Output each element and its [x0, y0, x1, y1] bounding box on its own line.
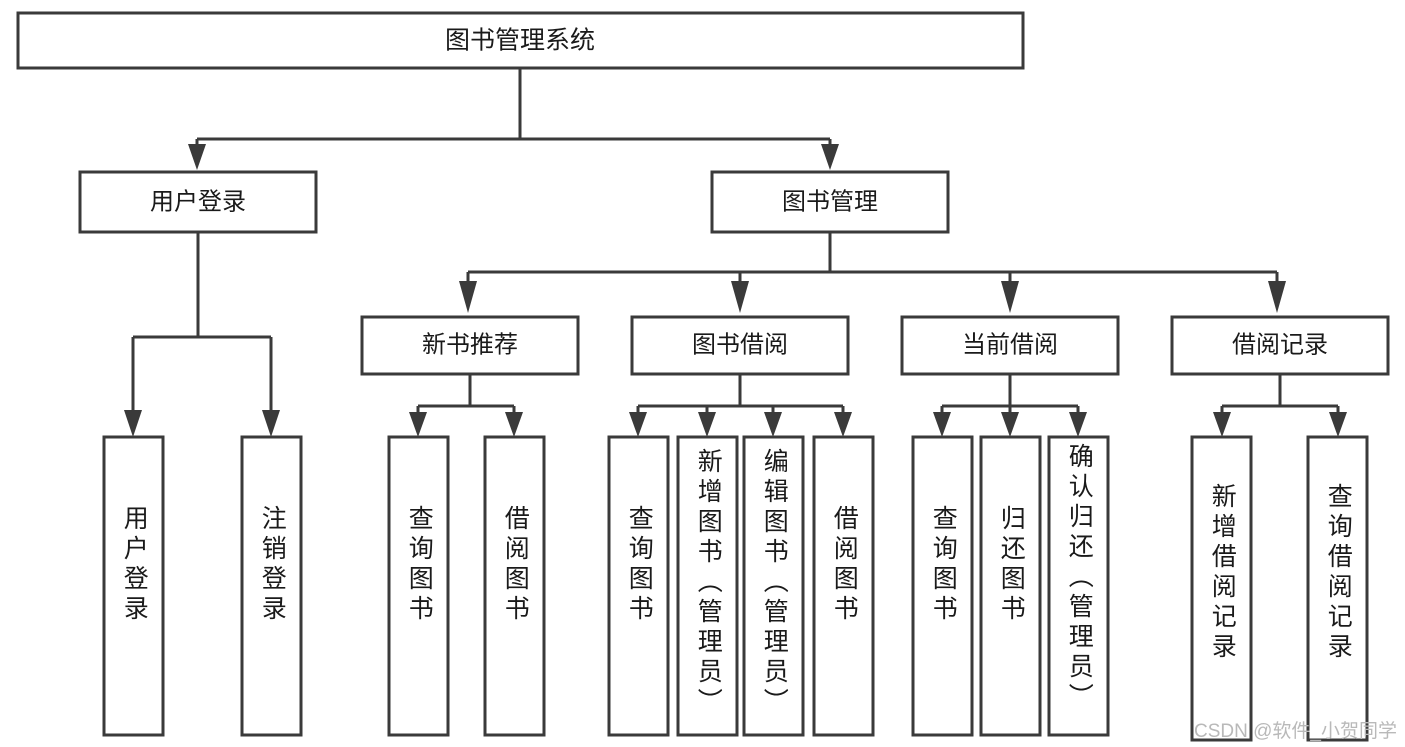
leaf-box-borrow-book[interactable] — [812, 435, 875, 737]
arrow-head-icon — [764, 412, 782, 437]
arrow-head-icon — [1001, 281, 1019, 313]
connector-book-borrow-to-leaves — [629, 374, 852, 437]
leaf-box-confirm-return-admin[interactable] — [1047, 435, 1110, 737]
arrow-head-icon — [1329, 412, 1347, 437]
node-root-box[interactable] — [16, 11, 1025, 70]
arrow-head-icon — [933, 412, 951, 437]
arrow-head-icon — [1268, 281, 1286, 313]
node-root[interactable]: 图书管理系统 — [16, 11, 1025, 70]
node-new-book-recommend-label: 新书推荐 — [422, 331, 518, 358]
node-book-management-label: 图书管理 — [782, 188, 878, 215]
leaf-box-edit-book-admin[interactable] — [742, 435, 805, 737]
node-current-borrow-label: 当前借阅 — [962, 331, 1058, 358]
node-user-login-box[interactable] — [78, 170, 318, 234]
node-book-management[interactable]: 图书管理 — [710, 170, 950, 234]
node-current-borrow-box[interactable] — [900, 315, 1120, 376]
arrow-head-icon — [262, 410, 280, 437]
node-user-login[interactable]: 用户登录 — [78, 170, 318, 234]
arrow-head-icon — [1069, 412, 1087, 437]
connector-borrow-record-to-leaves — [1213, 374, 1347, 437]
node-borrow-record-label: 借阅记录 — [1232, 331, 1328, 358]
leaf-box-add-book-admin[interactable] — [676, 435, 739, 737]
leaf-box-query-book-current[interactable] — [911, 435, 974, 737]
leaf-box-logout[interactable] — [240, 435, 303, 737]
node-borrow-record[interactable]: 借阅记录 — [1170, 315, 1390, 376]
arrow-head-icon — [124, 410, 142, 437]
arrow-head-icon — [505, 412, 523, 437]
leaf-box-query-book-recommend[interactable] — [387, 435, 450, 737]
arrow-head-icon — [188, 144, 206, 170]
arrow-head-icon — [698, 412, 716, 437]
arrow-head-icon — [409, 412, 427, 437]
connector-user-login-to-leaves — [124, 232, 280, 437]
arrow-head-icon — [834, 412, 852, 437]
arrow-head-icon — [459, 281, 477, 313]
node-new-book-recommend-box[interactable] — [360, 315, 580, 376]
node-current-borrow[interactable]: 当前借阅 — [900, 315, 1120, 376]
leaf-box-add-borrow-record[interactable] — [1190, 435, 1253, 742]
arrow-head-icon — [821, 144, 839, 170]
arrow-head-icon — [1213, 412, 1231, 437]
node-user-login-label: 用户登录 — [150, 188, 246, 215]
arrow-head-icon — [731, 281, 749, 313]
connector-current-borrow-to-leaves — [933, 374, 1087, 437]
node-book-borrow-label: 图书借阅 — [692, 331, 788, 358]
node-new-book-recommend[interactable]: 新书推荐 — [360, 315, 580, 376]
connector-root-to-level2 — [188, 68, 839, 170]
arrow-head-icon — [1001, 412, 1019, 437]
leaf-box-user-login[interactable] — [102, 435, 165, 737]
arrow-head-icon — [629, 412, 647, 437]
connector-new-book-recommend-to-leaves — [409, 374, 523, 437]
leaf-box-borrow-book-recommend[interactable] — [483, 435, 546, 737]
node-root-label: 图书管理系统 — [445, 27, 595, 55]
leaf-box-return-book[interactable] — [979, 435, 1042, 737]
node-book-borrow[interactable]: 图书借阅 — [630, 315, 850, 376]
connector-book-management-to-level3 — [459, 232, 1286, 313]
leaf-box-query-borrow-record[interactable] — [1306, 435, 1369, 742]
leaf-box-query-book-borrow[interactable] — [607, 435, 670, 737]
